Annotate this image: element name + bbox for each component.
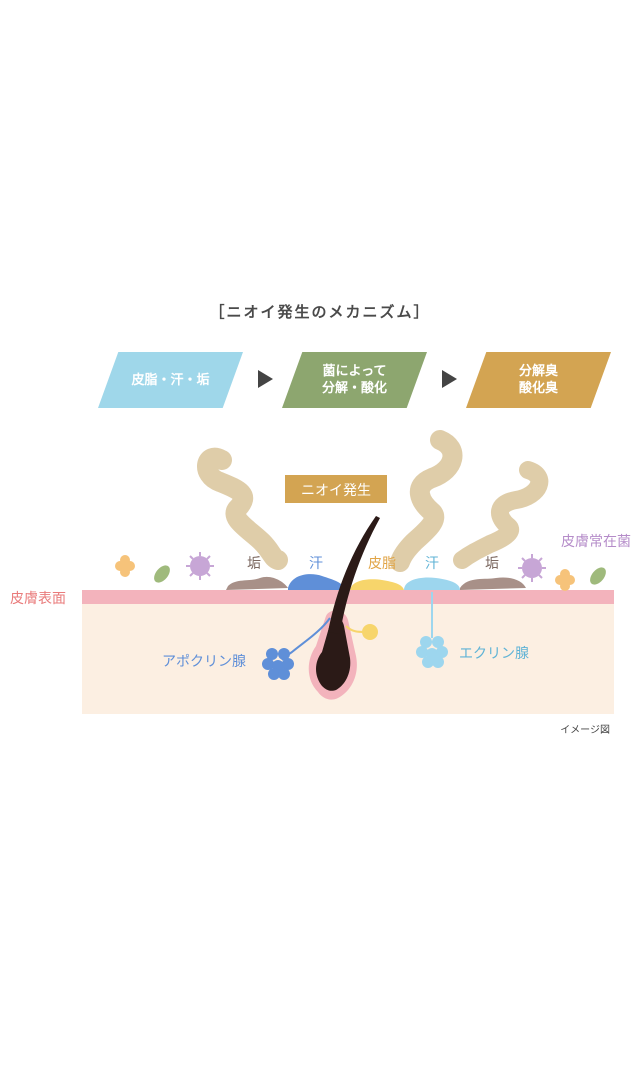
- step-label: 菌によって 分解・酸化: [321, 364, 387, 396]
- dirt-label-left: 垢: [247, 556, 261, 572]
- step-shape: [98, 352, 243, 408]
- bacteria-green-right: [590, 567, 606, 585]
- dirt-label-right: 垢: [485, 556, 499, 572]
- sebum-blob: [350, 579, 404, 590]
- apocrine-gland: [262, 648, 294, 680]
- smell-label: ニオイ発生: [301, 483, 371, 499]
- sebum-label: 皮脂: [368, 556, 396, 572]
- eccrine-label: エクリン腺: [459, 646, 529, 662]
- step-sebum-sweat-dirt: 皮脂・汗・垢: [98, 352, 243, 408]
- sweat-label-left: 汗: [309, 556, 323, 572]
- bacteria-purple-right: [518, 554, 546, 582]
- dirt-blob-right: [460, 577, 526, 590]
- arrow-right-icon: [442, 370, 457, 388]
- smell-wisp-center: [390, 430, 463, 572]
- apocrine-label: アポクリン腺: [162, 654, 246, 670]
- step-label: 皮脂・汗・垢: [131, 372, 210, 388]
- hair-shaft: [328, 516, 380, 634]
- bacteria-purple-left: [186, 552, 214, 580]
- step-shape: [282, 352, 427, 408]
- sweat-blob-right: [404, 577, 460, 590]
- step-odor: 分解臭 酸化臭: [466, 352, 611, 408]
- sweat-blob-left: [288, 574, 346, 590]
- diagram-title: ［ニオイ発生のメカニズム］: [209, 303, 431, 321]
- bacteria-label: 皮膚常在菌: [561, 534, 631, 550]
- smell-label-box: [285, 475, 387, 503]
- arrow-right-icon: [258, 370, 273, 388]
- bacteria-orange-left: [115, 555, 135, 577]
- bacteria-green-left: [154, 565, 170, 583]
- step-label: 分解臭 酸化臭: [518, 364, 558, 396]
- smell-wisp-right: [453, 461, 549, 569]
- step-bacteria-decomposition: 菌によって 分解・酸化: [282, 352, 427, 408]
- skin-diagram: ニオイ発生 垢 汗 皮脂 汗 垢 アポクリン腺 エクリン腺: [10, 430, 631, 736]
- bacteria-orange-right: [555, 569, 575, 591]
- sebaceous-gland: [362, 624, 378, 640]
- skin-surface-label: 皮膚表面: [10, 591, 66, 607]
- sweat-label-right: 汗: [425, 556, 439, 572]
- smell-wisp-left: [197, 447, 288, 570]
- step-shape: [466, 352, 611, 408]
- eccrine-gland: [416, 636, 448, 668]
- hair-root: [316, 618, 351, 691]
- caption-label: イメージ図: [560, 724, 610, 736]
- dirt-blob-left: [226, 576, 288, 590]
